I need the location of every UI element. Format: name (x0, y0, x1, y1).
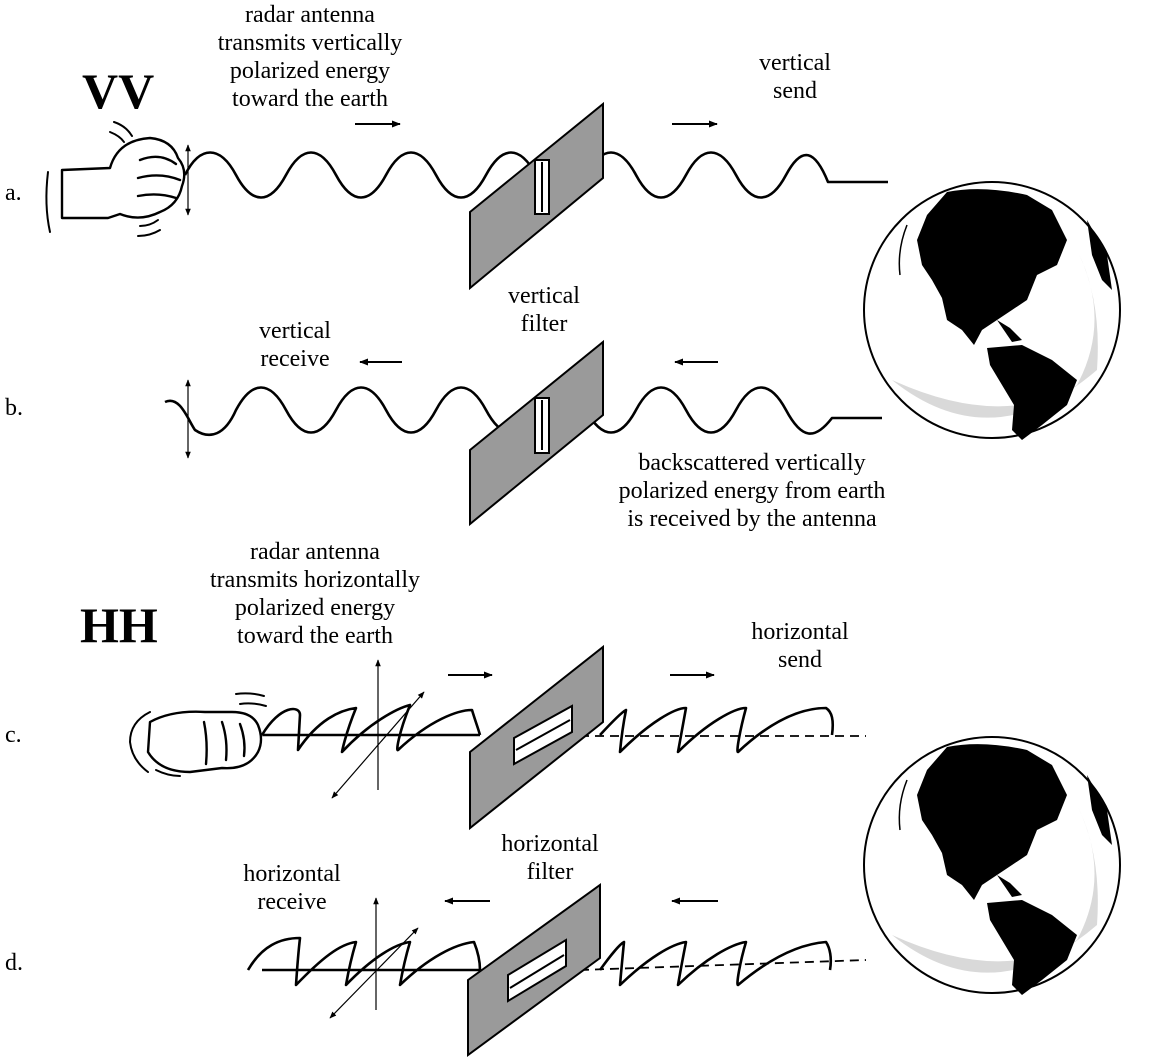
row-label-b: b. (5, 395, 23, 421)
vv-transmit-note-line-1: radar antenna (245, 2, 375, 28)
dashed-path-d (579, 959, 867, 971)
horizontal-filter-label: horizontal filter (501, 831, 599, 885)
hh-send-label: horizontal send (751, 619, 849, 673)
hand-icon (45, 121, 186, 237)
wave-b (164, 386, 882, 436)
vv-send-label-line-2: send (773, 78, 817, 104)
vv-transmit-note-line-3: polarized energy (230, 58, 390, 84)
hh-send-label-line-2: send (778, 647, 822, 673)
wave-d (246, 936, 833, 987)
hh-transmit-note-line-3: polarized energy (235, 595, 395, 621)
horizontal-receive-label-line-2: receive (257, 889, 326, 915)
vv-send-label-line-1: vertical (759, 50, 831, 76)
vv-transmit-note-line-4: toward the earth (232, 86, 388, 112)
hh-title: HH (80, 597, 158, 653)
backscatter-note-line-3: is received by the antenna (627, 506, 877, 532)
vertical-filter-label-line-2: filter (521, 311, 568, 337)
horizontal-receive-label-line-1: horizontal (243, 861, 341, 887)
row-label-a: a. (5, 180, 22, 206)
vertical-receive-label-line-2: receive (260, 346, 329, 372)
polarizing-filter-icon (469, 339, 604, 527)
polarizing-filter-icon (467, 883, 601, 1057)
vertical-filter-label: vertical filter (508, 283, 580, 337)
hand-icon (128, 692, 267, 777)
vv-title: VV (82, 63, 154, 119)
row-label-d: d. (5, 950, 23, 976)
hh-transmit-note-line-4: toward the earth (237, 623, 393, 649)
polarization-axis-d-diagonal (329, 927, 419, 1019)
vertical-receive-label-line-1: vertical (259, 318, 331, 344)
horizontal-filter-label-line-2: filter (527, 859, 574, 885)
globe-icon (862, 735, 1122, 997)
wave-c (260, 703, 835, 754)
hh-transmit-note-line-1: radar antenna (250, 539, 380, 565)
polarizing-filter-icon (469, 101, 604, 291)
hh-transmit-note-line-2: transmits horizontally (210, 567, 420, 593)
vv-send-label: vertical send (759, 50, 831, 104)
wave-a (183, 151, 888, 199)
backscatter-note: backscattered vertically polarized energ… (619, 450, 886, 532)
vertical-filter-label-line-1: vertical (508, 283, 580, 309)
globe-icon (862, 180, 1122, 442)
row-label-c: c. (5, 722, 22, 748)
vertical-receive-label: vertical receive (259, 318, 331, 372)
vv-transmit-note: radar antenna transmits vertically polar… (218, 2, 403, 112)
horizontal-filter-label-line-1: horizontal (501, 831, 599, 857)
horizontal-receive-label: horizontal receive (243, 861, 341, 915)
polarizing-filter-icon (469, 644, 604, 831)
hh-send-label-line-1: horizontal (751, 619, 849, 645)
backscatter-note-line-2: polarized energy from earth (619, 478, 886, 504)
hh-transmit-note: radar antenna transmits horizontally pol… (210, 539, 420, 649)
backscatter-note-line-1: backscattered vertically (638, 450, 865, 476)
vv-transmit-note-line-2: transmits vertically (218, 30, 403, 56)
